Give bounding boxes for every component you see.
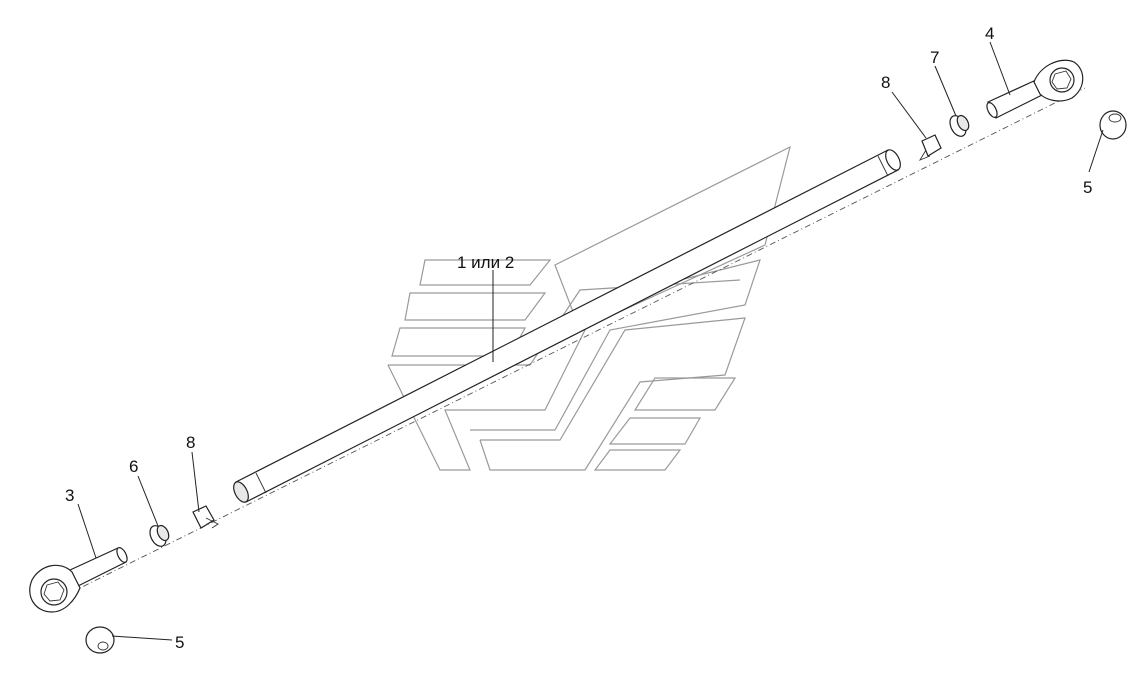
rod [233, 149, 901, 503]
washer-right [918, 134, 942, 161]
callout-rod: 1 или 2 [457, 253, 514, 272]
bushing-right [1099, 110, 1127, 140]
callout-bushing-right: 5 [1083, 178, 1092, 197]
callout-end-left: 3 [65, 486, 74, 505]
rod-end-right [986, 59, 1084, 119]
nut-left [149, 524, 170, 547]
callout-nut-right: 7 [930, 48, 939, 67]
callout-bushing-left: 5 [175, 633, 184, 652]
callout-washer-left: 8 [186, 433, 195, 452]
callout-washer-right: 8 [881, 73, 890, 92]
callout-labels: 1 или 2 3 4 6 7 8 8 5 5 [65, 24, 1092, 652]
washer-left [192, 505, 219, 529]
callout-nut-left: 6 [129, 457, 138, 476]
callout-end-right: 4 [985, 24, 994, 43]
leader-lines [77, 41, 1104, 641]
rod-end-left [29, 547, 128, 613]
nut-right [949, 114, 970, 137]
bushing-left [85, 626, 115, 654]
